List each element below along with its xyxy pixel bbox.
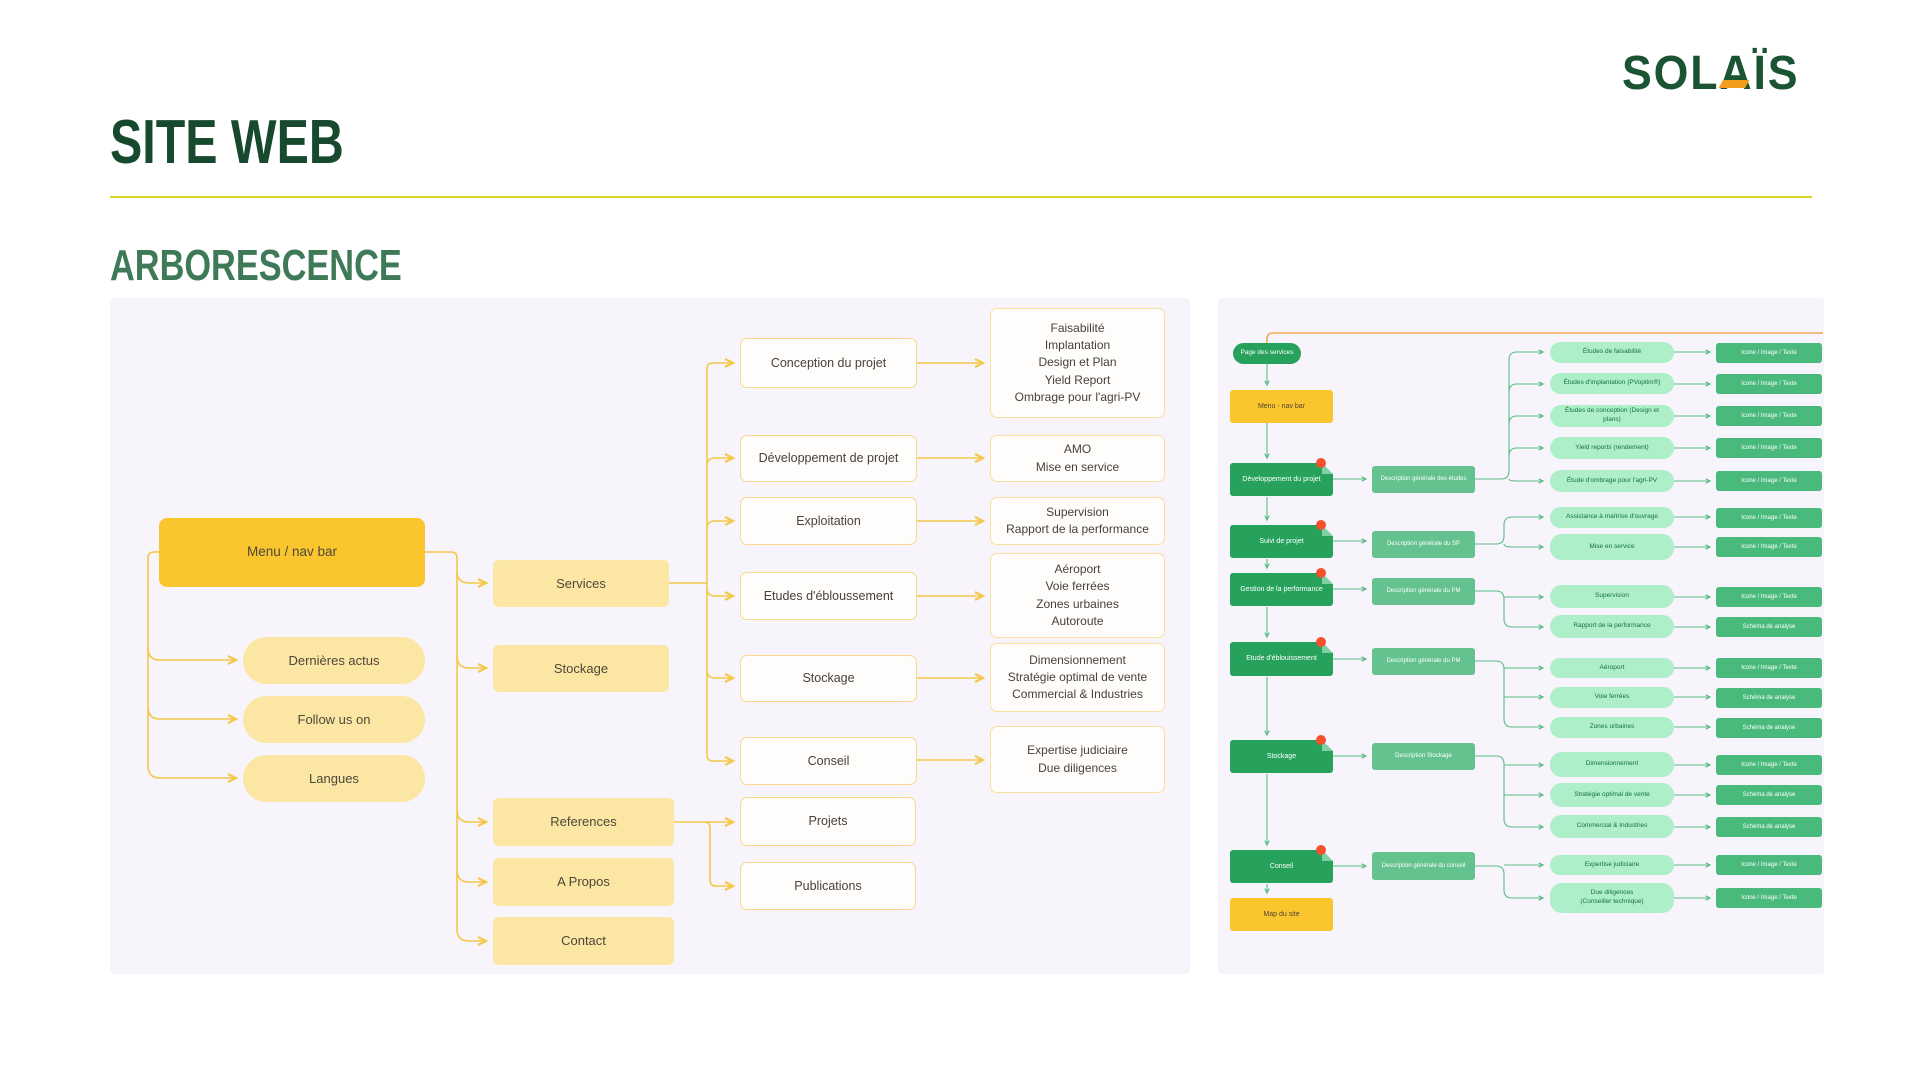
node-item-label: Études de faisabilité	[1550, 342, 1674, 363]
node-desc-stockage: Description Stockage	[1372, 743, 1475, 770]
node-item-label: Mise en service	[1550, 534, 1674, 560]
node-conseil: Conseil	[740, 737, 917, 785]
node-item-asset: Icone / Image / Texte	[1716, 508, 1822, 528]
node-developpement-details: AMO Mise en service	[990, 435, 1165, 482]
section-title: ARBORESCENCE	[110, 241, 402, 290]
node-item-label: Expertise judiciaire	[1550, 855, 1674, 875]
node-exploitation-details: Supervision Rapport de la performance	[990, 497, 1165, 545]
node-item-label: Stratégie optimal de vente	[1550, 783, 1674, 807]
node-stockage: Stockage	[493, 645, 669, 692]
node-desc-pm2: Description générale du PM	[1372, 648, 1475, 675]
node-map-du-site: Map du site	[1230, 898, 1333, 931]
node-page-conseil: Conseil	[1230, 845, 1333, 883]
node-item-label: Due diligences (Conseiller technique)	[1550, 883, 1674, 913]
brand-logo-text: SOLAÏS	[1622, 47, 1800, 100]
node-dernieres-actus: Dernières actus	[243, 637, 425, 684]
node-desc-conseil: Description générale du conseil	[1372, 852, 1475, 880]
node-item-label: Commercial & Industries	[1550, 815, 1674, 838]
node-item-asset: Icone / Image / Texte	[1716, 343, 1822, 363]
node-item-label: Voie ferrées	[1550, 687, 1674, 708]
node-item-asset: Icone / Image / Texte	[1716, 438, 1822, 458]
node-page-stockage: Stockage	[1230, 735, 1333, 773]
node-item-asset: Icone / Image / Texte	[1716, 471, 1822, 491]
node-page-des-services: Page des services	[1233, 343, 1301, 364]
node-page-developpement: Développement du projet	[1230, 458, 1333, 496]
node-item-asset: Schéma de analyse	[1716, 785, 1822, 805]
node-item-asset: Schéma de analyse	[1716, 718, 1822, 738]
node-page-suivi: Suivi de projet	[1230, 520, 1333, 558]
node-item-asset: Icone / Image / Texte	[1716, 374, 1822, 394]
node-menu-nav-bar: Menu / nav bar	[159, 518, 425, 587]
node-item-label: Rapport de la performance	[1550, 615, 1674, 638]
node-item-asset: Icone / Image / Texte	[1716, 587, 1822, 607]
node-projets: Projets	[740, 797, 916, 846]
node-langues: Langues	[243, 755, 425, 802]
node-conception-details: Faisabilité Implantation Design et Plan …	[990, 308, 1165, 418]
node-item-label: Aéroport	[1550, 658, 1674, 678]
node-item-asset: Icone / Image / Texte	[1716, 537, 1822, 557]
node-etudes-debloussement: Etudes d'ébloussement	[740, 572, 917, 620]
node-desc-sp: Description générale du SP	[1372, 531, 1475, 558]
node-contact: Contact	[493, 917, 674, 965]
node-item-label: Yield reports (rendement)	[1550, 437, 1674, 459]
node-item-label: Études de conception (Design et plans)	[1550, 405, 1674, 427]
node-item-asset: Schéma de analyse	[1716, 688, 1822, 708]
node-item-label: Dimensionnement	[1550, 752, 1674, 777]
node-page-eblouissement: Etude d'éblouissement	[1230, 637, 1333, 676]
node-item-label: Supervision	[1550, 585, 1674, 608]
node-developpement-de-projet: Développement de projet	[740, 435, 917, 482]
node-item-label: Assistance à maîtrise d'ouvrage	[1550, 507, 1674, 528]
node-conseil-details: Expertise judiciaire Due diligences	[990, 726, 1165, 793]
node-item-label: Zones urbaines	[1550, 717, 1674, 738]
node-item-asset: Icone / Image / Texte	[1716, 855, 1822, 875]
node-item-asset: Schéma de analyse	[1716, 617, 1822, 637]
node-item-asset: Icone / Image / Texte	[1716, 888, 1822, 908]
node-item-label: Études d'implantation (PVoptim®)	[1550, 373, 1674, 394]
node-item-label: Étude d'ombrage pour l'agri-PV	[1550, 470, 1674, 492]
node-references: References	[493, 798, 674, 846]
node-follow-us-on: Follow us on	[243, 696, 425, 743]
node-exploitation: Exploitation	[740, 497, 917, 545]
brand-logo: SOLAÏS	[1622, 50, 1799, 98]
node-eblouissement-details: Aéroport Voie ferrées Zones urbaines Aut…	[990, 553, 1165, 638]
node-item-asset: Icone / Image / Texte	[1716, 755, 1822, 775]
node-item-asset: Icone / Image / Texte	[1716, 658, 1822, 678]
node-a-propos: A Propos	[493, 858, 674, 906]
node-item-asset: Schéma de analyse	[1716, 817, 1822, 837]
node-services: Services	[493, 560, 669, 607]
node-stockage-details: Dimensionnement Stratégie optimal de ven…	[990, 643, 1165, 712]
node-menu-nav-bar-green: Menu - nav bar	[1230, 390, 1333, 423]
node-publications: Publications	[740, 862, 916, 910]
node-item-asset: Icone / Image / Texte	[1716, 406, 1822, 426]
logo-orange-accent	[1718, 80, 1750, 88]
node-desc-etudes: Description générale des études	[1372, 466, 1475, 493]
divider-line	[110, 196, 1812, 198]
node-conception-du-projet: Conception du projet	[740, 338, 917, 388]
page-title: SITE WEB	[110, 108, 344, 177]
node-desc-pm: Description générale du PM	[1372, 578, 1475, 605]
node-stockage-service: Stockage	[740, 655, 917, 702]
node-page-performance: Gestion de la performance	[1230, 568, 1333, 606]
